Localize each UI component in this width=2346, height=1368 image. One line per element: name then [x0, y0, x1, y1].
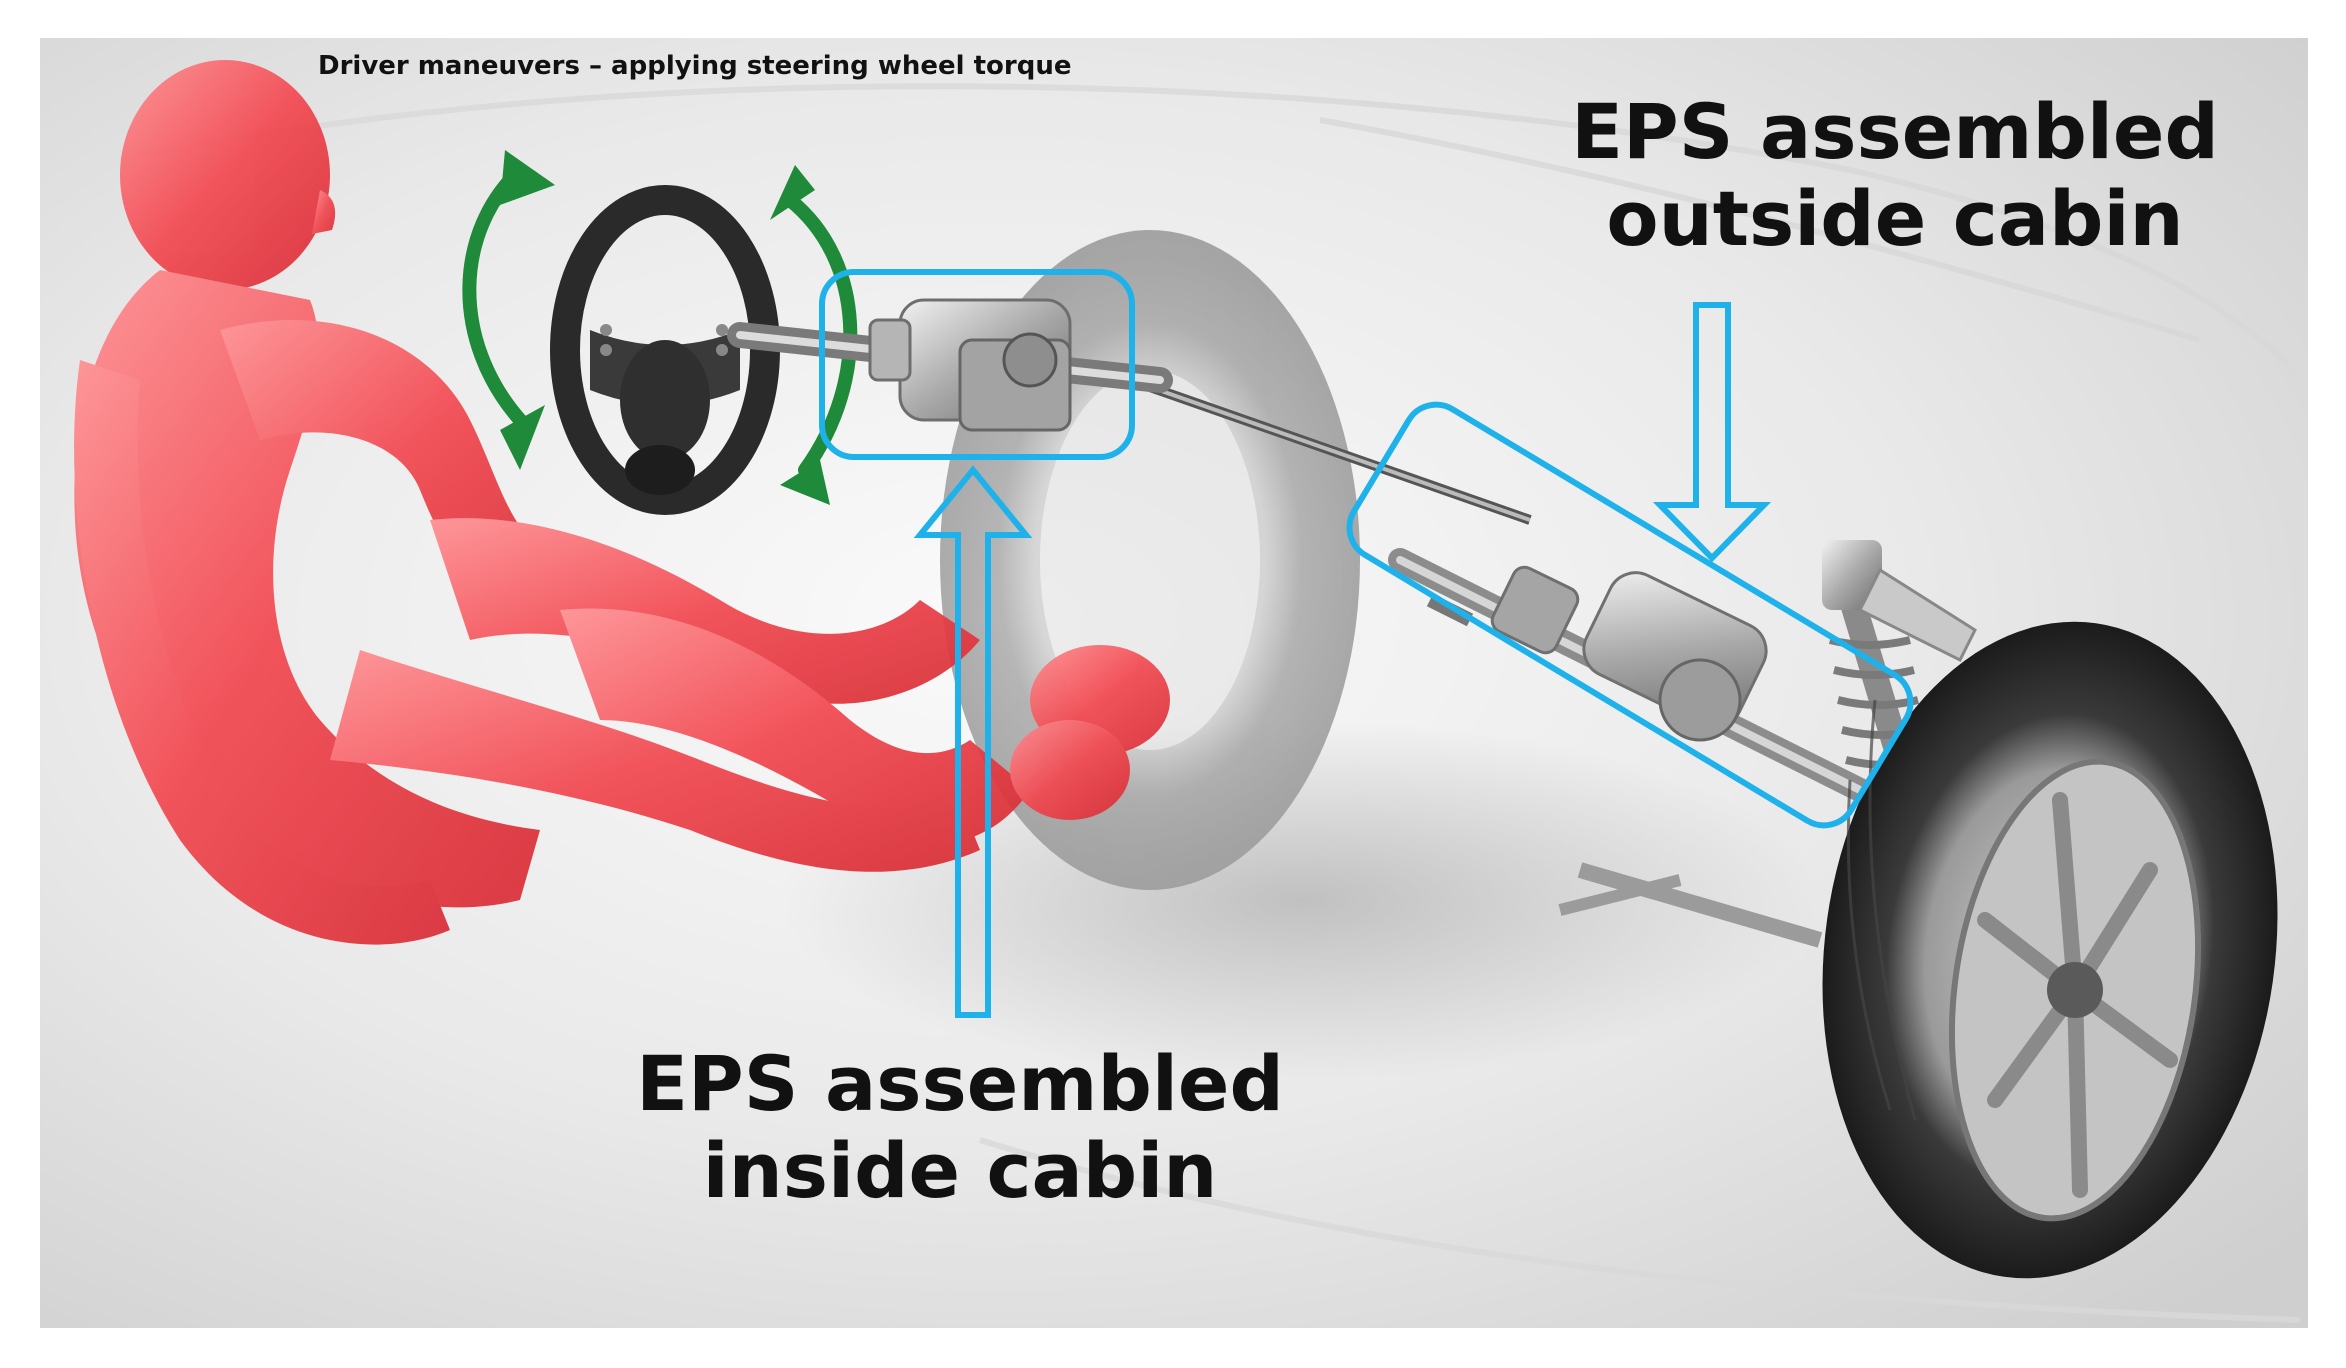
- car-body-outline: [119, 83, 2303, 1323]
- front-wheel-icon: [1822, 621, 2278, 1279]
- diagram-title: Driver maneuvers – applying steering whe…: [318, 51, 1072, 81]
- driver-figure-icon: [74, 60, 1170, 945]
- callout-arrow-inside-icon: [913, 465, 1033, 1018]
- torque-arrow-icon: [462, 163, 858, 477]
- callout-inside-line2: inside cabin: [702, 1126, 1218, 1216]
- eps-inside-highlight-box: [819, 269, 1135, 460]
- eps-column-icon: [727, 298, 1173, 432]
- callout-arrow-outside-icon: [1652, 302, 1772, 563]
- callout-label-outside-cabin: EPS assembled outside cabin: [1505, 88, 2285, 263]
- callout-outside-line1: EPS assembled: [1571, 87, 2219, 176]
- eps-outside-highlight-box: [1346, 401, 1914, 829]
- callout-inside-line1: EPS assembled: [636, 1039, 1284, 1128]
- intermediate-shaft: [1128, 375, 1532, 525]
- callout-outside-line2: outside cabin: [1606, 174, 2184, 264]
- callout-label-inside-cabin: EPS assembled inside cabin: [580, 1040, 1340, 1215]
- eps-rack-icon: [1388, 548, 1892, 812]
- torque-arrowhead-icon: [500, 150, 830, 505]
